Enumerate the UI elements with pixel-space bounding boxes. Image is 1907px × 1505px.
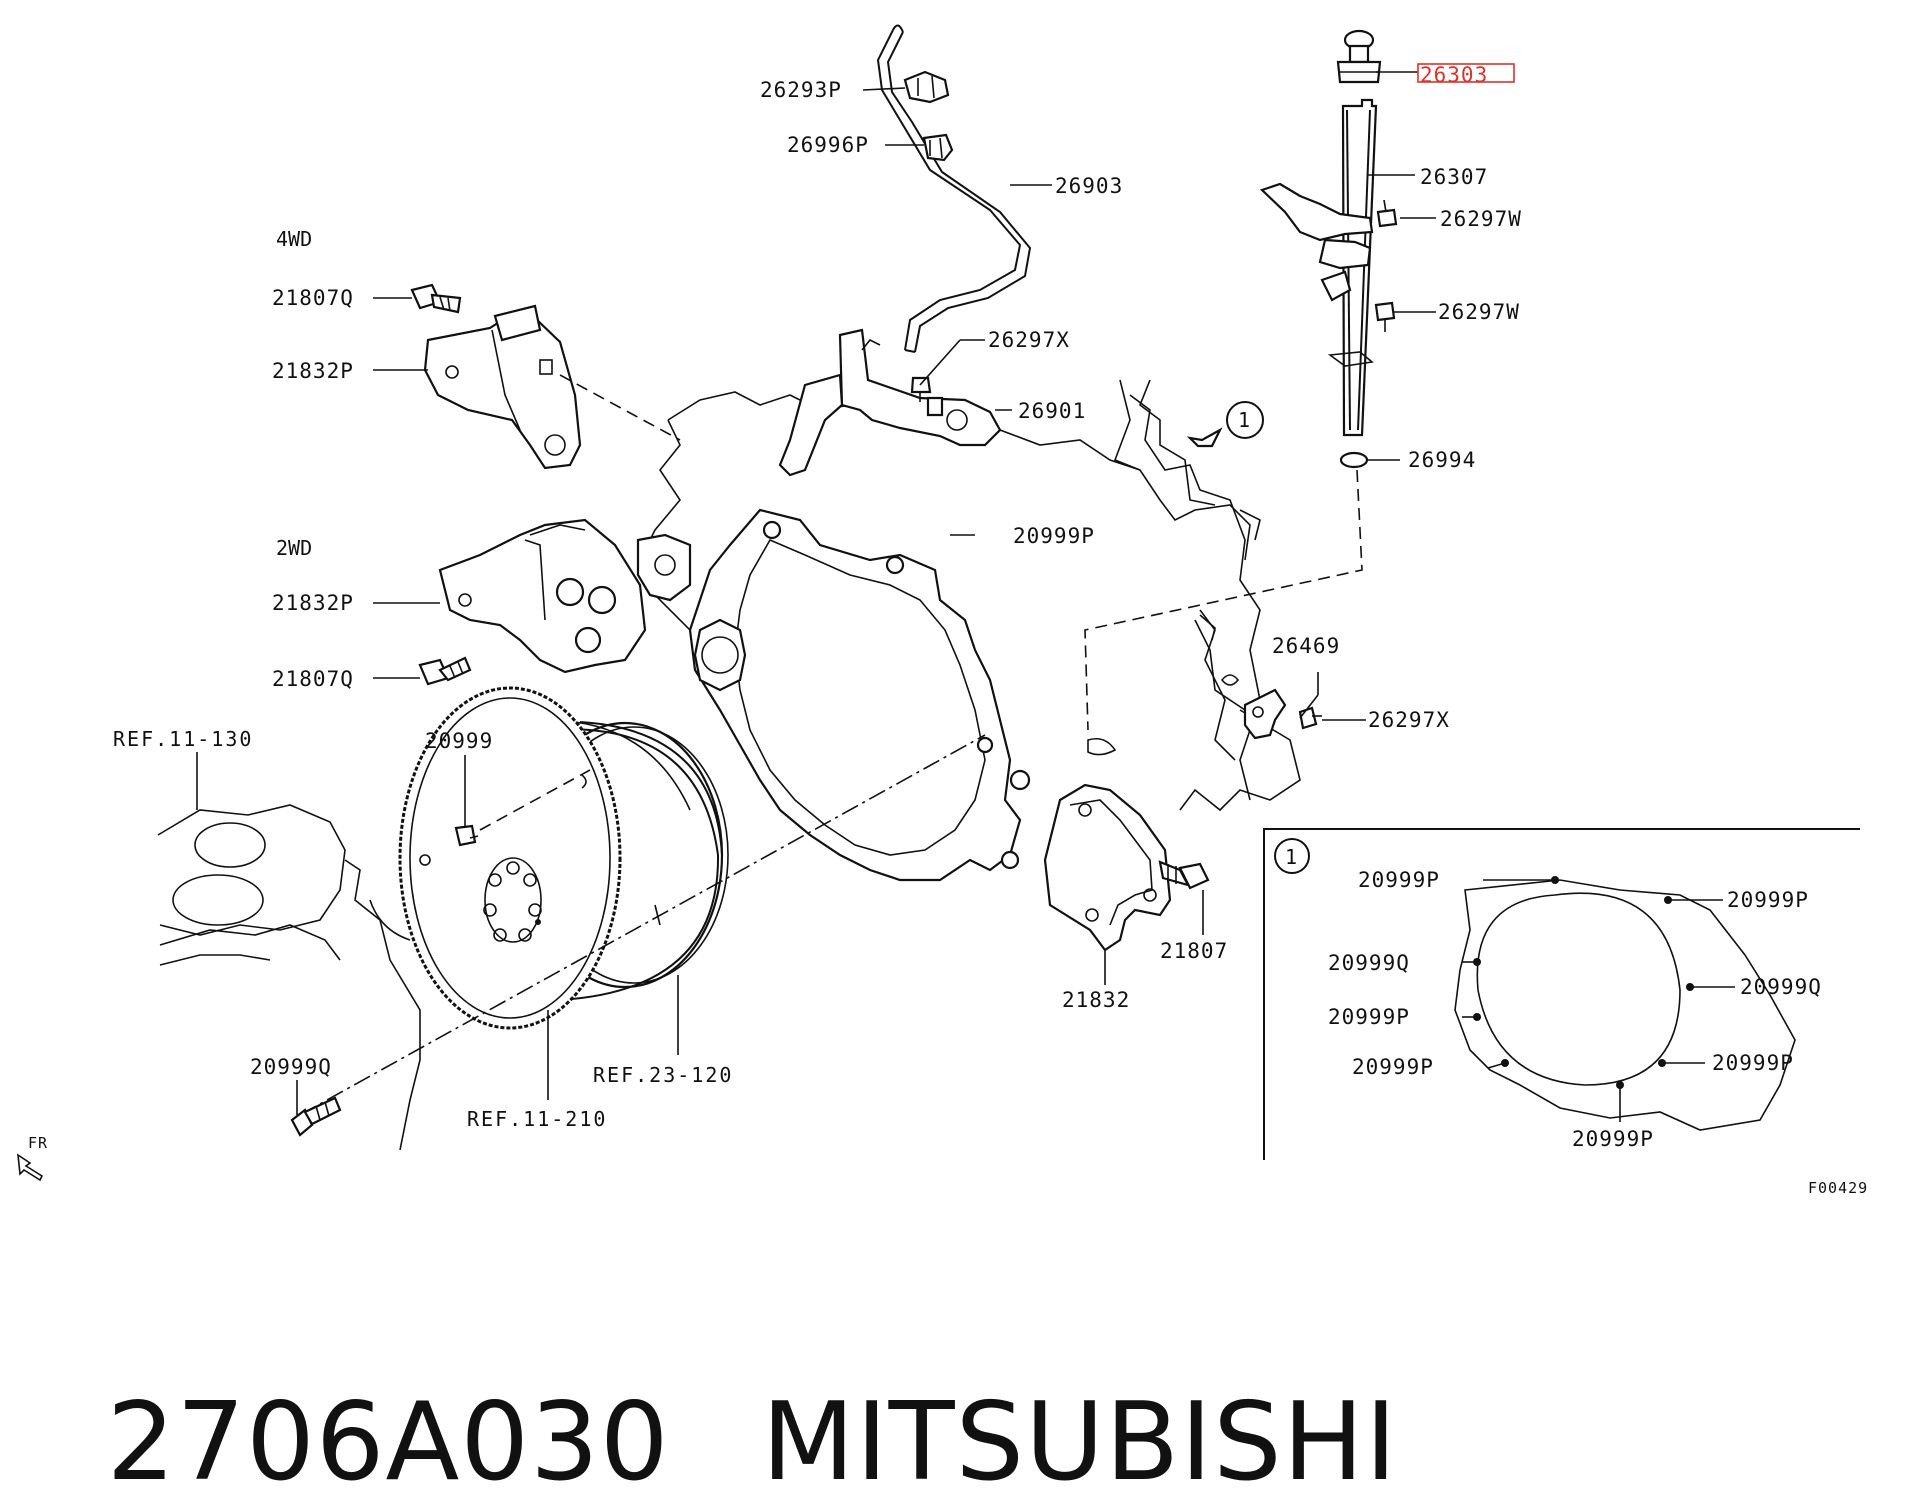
bracket-4wd-dash	[559, 374, 681, 441]
dipstick-tube-26903	[876, 24, 1032, 353]
label-21832P-4wd: 21832P	[272, 359, 354, 383]
mount-bracket-2wd	[438, 518, 647, 674]
oil-level-gauge-tube-26307	[1259, 98, 1378, 437]
inset-label-20999Q-2: 20999Q	[1740, 975, 1822, 999]
bracket-26469	[1243, 688, 1287, 740]
front-arrow-icon	[17, 1153, 44, 1182]
label-26996P: 26996P	[787, 133, 869, 157]
drive-plate-dash	[479, 769, 591, 831]
label-21807Q-2wd: 21807Q	[272, 667, 354, 691]
bracket-26901	[778, 328, 1002, 477]
view-marker-text: 1	[1238, 408, 1250, 432]
hole-mark	[1087, 737, 1117, 756]
parts-diagram: 1 20999P 20999P 20999Q 20999Q 20999P 209…	[17, 24, 1868, 1197]
clip-26293P	[903, 70, 950, 104]
label-26297X-low: 26297X	[1368, 708, 1450, 732]
label-20999Q-bolt: 20999Q	[250, 1055, 332, 1079]
housing-detail	[1199, 614, 1216, 641]
inset-marker: 1	[1285, 845, 1297, 869]
label-26469: 26469	[1272, 634, 1340, 658]
mount-bracket-4wd	[423, 304, 582, 470]
label-26901: 26901	[1018, 399, 1086, 423]
view-marker-1	[1186, 401, 1264, 448]
engine-block-ref	[157, 804, 421, 1151]
dipstick-dash-line	[1084, 469, 1363, 731]
figure-code: F00429	[1808, 1179, 1868, 1197]
label-21832: 21832	[1062, 988, 1130, 1012]
group-label-2wd: 2WD	[276, 536, 312, 560]
inset-label-20999P-6: 20999P	[1572, 1127, 1654, 1151]
label-26297X-top: 26297X	[988, 328, 1070, 352]
label-21832P-2wd: 21832P	[272, 591, 354, 615]
label-26297W-b: 26297W	[1438, 300, 1520, 324]
ref-label-11-130: REF.11-130	[113, 727, 253, 751]
label-26903: 26903	[1055, 174, 1123, 198]
bell-housing	[636, 508, 1031, 882]
caption: 2706A030 MITSUBISHI	[36, 1255, 1398, 1505]
bracket-21832	[1043, 783, 1172, 952]
bolt-26297X-low	[1298, 706, 1322, 730]
caption-part-number: 2706A030	[106, 1380, 670, 1505]
group-label-4wd: 4WD	[276, 227, 312, 251]
inset-label-20999P-2: 20999P	[1727, 888, 1809, 912]
front-marker: FR	[28, 1134, 48, 1152]
o-ring-26994	[1339, 451, 1369, 469]
bolt-26297W-lower	[1374, 301, 1396, 332]
inset-view: 1 20999P 20999P 20999Q 20999Q 20999P 209…	[1263, 828, 1860, 1160]
label-26307: 26307	[1420, 165, 1488, 189]
clip-26996P	[922, 133, 954, 162]
bolt-21807Q-2wd	[418, 656, 472, 686]
bolt-21807Q-4wd	[410, 283, 462, 314]
ref-label-23-120: REF.23-120	[593, 1063, 733, 1087]
bolt-20999Q	[290, 1096, 342, 1137]
label-26297W-a: 26297W	[1440, 207, 1522, 231]
highlight-box-26303	[1417, 63, 1515, 83]
label-26293P: 26293P	[760, 78, 842, 102]
bolt-21807	[1158, 860, 1210, 890]
label-20999P-mid: 20999P	[1013, 524, 1095, 548]
leader-lines	[196, 71, 1436, 1115]
label-26303: 26303	[1420, 63, 1488, 87]
inset-label-20999P-3: 20999P	[1328, 1005, 1410, 1029]
label-20999: 20999	[425, 729, 493, 753]
crank-axis-line	[299, 734, 986, 1116]
housing-hole-small	[1220, 674, 1240, 686]
bolt-20999	[454, 824, 479, 847]
caption-brand: MITSUBISHI	[761, 1380, 1398, 1505]
ref-label-11-210: REF.11-210	[467, 1107, 607, 1131]
drive-plate	[398, 686, 661, 1030]
inset-label-20999Q-1: 20999Q	[1328, 951, 1410, 975]
label-21807: 21807	[1160, 939, 1228, 963]
bolt-26297W-upper	[1376, 199, 1398, 228]
inset-label-20999P-4: 20999P	[1352, 1055, 1434, 1079]
inset-label-20999P-1: 20999P	[1358, 868, 1440, 892]
dipstick-26303	[1336, 29, 1382, 84]
inset-label-20999P-5: 20999P	[1712, 1051, 1794, 1075]
label-21807Q-4wd: 21807Q	[272, 286, 354, 310]
label-26994: 26994	[1408, 448, 1476, 472]
